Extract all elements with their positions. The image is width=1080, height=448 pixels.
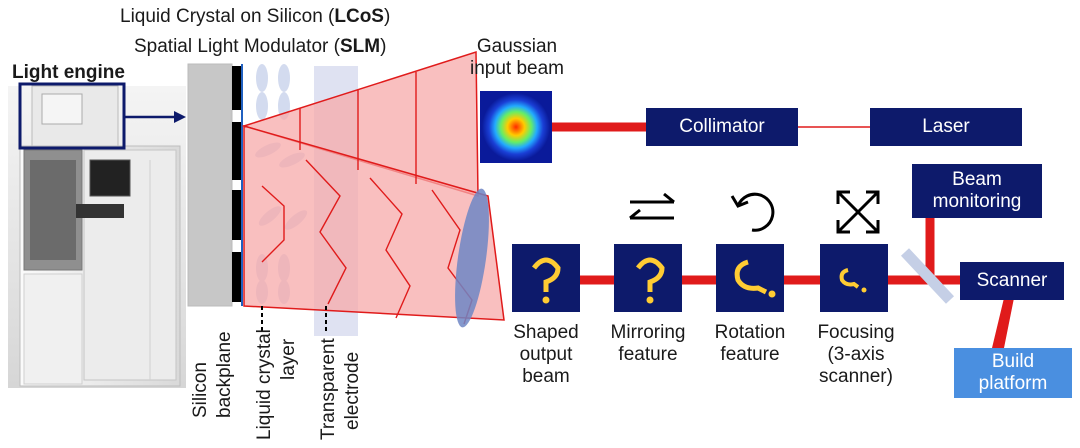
silicon-backplane <box>187 63 233 307</box>
reflected-beam <box>243 125 505 321</box>
expand-arrows-icon <box>836 190 880 234</box>
silicon-label-1: Silicon <box>190 362 211 418</box>
beam-splitter <box>900 248 955 304</box>
te-label-1: Transparent <box>318 338 339 440</box>
lc-label-2: layer <box>278 338 299 380</box>
collimator-box: Collimator <box>646 108 798 146</box>
pixel-electrodes <box>232 66 242 302</box>
lc-label-1: Liquid crystal <box>254 329 275 440</box>
laser-box: Laser <box>870 108 1022 146</box>
silicon-label-2: backplane <box>214 331 235 418</box>
light-engine-label: Light engine <box>12 62 125 83</box>
beam-pattern-tiles <box>512 244 888 312</box>
focusing-lens <box>455 188 489 328</box>
slm-title: Spatial Light Modulator (SLM) <box>134 36 387 57</box>
rotate-arrow-icon <box>730 192 775 232</box>
machine-illustration <box>19 85 181 387</box>
beam-to-platform <box>992 298 1014 348</box>
left-right-arrows-icon <box>629 192 675 220</box>
scanner-box: Scanner <box>960 262 1064 300</box>
te-label-2: electrode <box>342 351 363 430</box>
phase-fronts <box>261 72 473 325</box>
lcos-title: Liquid Crystal on Silicon (LCoS) <box>120 6 391 27</box>
light-engine-arrowhead <box>174 111 186 123</box>
